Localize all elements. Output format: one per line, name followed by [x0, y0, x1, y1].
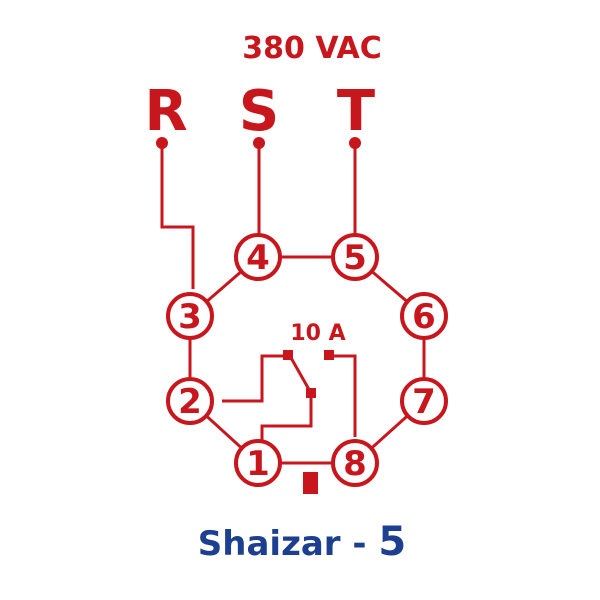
- phase-label-t: T: [337, 79, 375, 144]
- contact-rating-label: 10 A: [290, 321, 345, 346]
- product-name: Shaizar - 5: [198, 519, 406, 565]
- switch-blade: [288, 355, 313, 394]
- pin-3: 3: [166, 292, 214, 340]
- switch-contact-left: [283, 350, 293, 360]
- pin-4: 4: [234, 233, 282, 281]
- pin-1: 1: [234, 439, 282, 487]
- pin-1-label: 1: [246, 444, 270, 484]
- wire-pin-1-to-switch: [260, 393, 313, 446]
- wire-r-to-pin-3: [160, 143, 195, 289]
- switch-contact-common: [306, 388, 316, 398]
- pin-5-label: 5: [343, 238, 367, 278]
- product-name-text: Shaizar -: [198, 524, 367, 564]
- product-model-number: 5: [378, 519, 406, 565]
- pin-8-label: 8: [343, 444, 367, 484]
- socket-ring: [188, 255, 426, 465]
- pin-4-label: 4: [246, 238, 270, 278]
- socket-key-tab: [303, 472, 318, 494]
- switch-contact-right: [324, 350, 334, 360]
- pin-8: 8: [331, 439, 379, 487]
- pin-2: 2: [166, 377, 214, 425]
- pin-7-label: 7: [412, 382, 436, 422]
- pin-5: 5: [331, 233, 379, 281]
- pin-7: 7: [400, 377, 448, 425]
- pin-3-label: 3: [178, 297, 202, 337]
- phase-label-r: R: [144, 79, 187, 144]
- wire-pin-2-to-switch: [222, 354, 288, 403]
- pin-6: 6: [400, 292, 448, 340]
- pin-6-label: 6: [412, 297, 436, 337]
- supply-voltage-label: 380 VAC: [242, 31, 381, 66]
- wire-pin-8-to-switch: [329, 354, 357, 437]
- phase-label-s: S: [239, 79, 279, 144]
- pin-2-label: 2: [178, 382, 202, 422]
